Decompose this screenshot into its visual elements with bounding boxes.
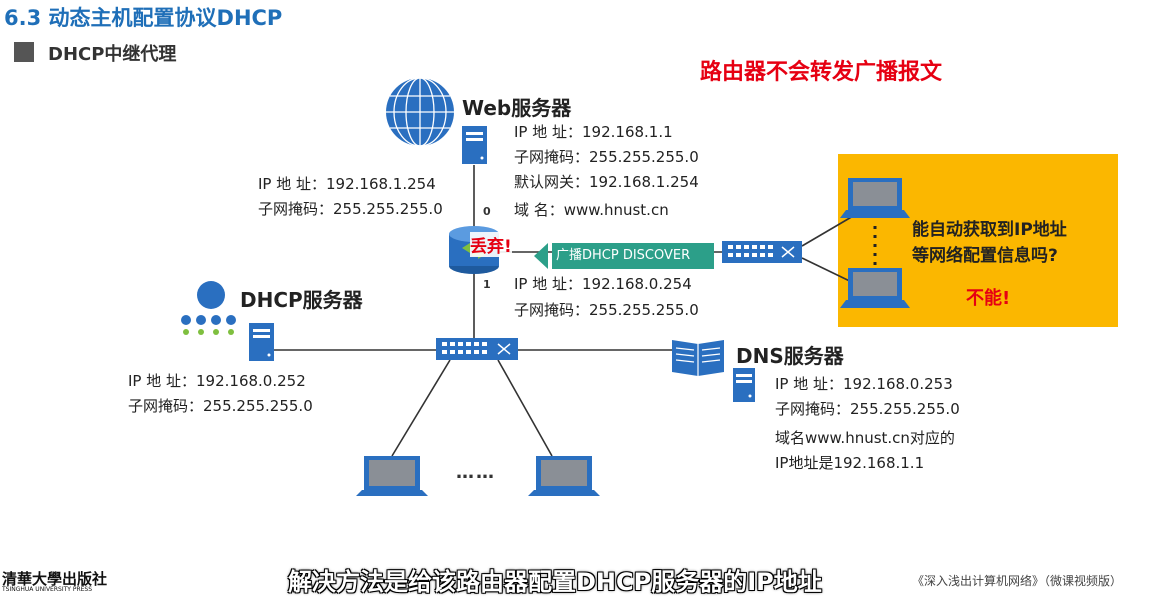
web-server-mask: 子网掩码：255.255.255.0 (514, 148, 699, 166)
web-server-name: Web服务器 (462, 96, 572, 120)
publisher-logo: 清華大學出版社 (2, 570, 108, 588)
dhcp-server-icon (249, 323, 274, 361)
publisher-logo-en: TSINGHUA UNIVERSITY PRESS (2, 586, 93, 593)
router-if1-mask: 子网掩码：255.255.255.0 (514, 301, 699, 319)
router-port-0: 0 (483, 205, 491, 218)
discard-label: 丢弃! (470, 232, 512, 257)
question-line2: 等网络配置信息吗? (912, 246, 1058, 266)
subtitle-bullet (14, 42, 34, 62)
link-switch-host1 (391, 359, 451, 457)
main-switch-icon (436, 338, 518, 360)
directory-book-icon (672, 340, 724, 376)
web-server-gateway: 默认网关：192.168.1.254 (514, 173, 699, 191)
broadcast-dhcp-discover-label: 广播DHCP DISCOVER (552, 243, 714, 269)
edge-switch-icon (722, 241, 802, 263)
dns-server-note-line2: IP地址是192.168.1.1 (775, 454, 925, 472)
hosts-ellipsis: …… (456, 462, 496, 483)
dns-server-mask: 子网掩码：255.255.255.0 (775, 400, 960, 418)
router-if1-ip: IP 地 址：192.168.0.254 (514, 275, 692, 293)
router-if0-mask: 子网掩码：255.255.255.0 (258, 200, 443, 218)
broadcast-arrow-icon (534, 243, 548, 269)
question-line1: 能自动获取到IP地址 (912, 220, 1067, 240)
people-icon (181, 281, 236, 335)
laptop-icon-top-right (840, 178, 910, 218)
dns-server-note-line1: 域名www.hnust.cn对应的 (775, 429, 955, 447)
dns-server-name: DNS服务器 (736, 344, 844, 368)
page-title: 6.3 动态主机配置协议DHCP (4, 6, 283, 30)
dns-server-ip: IP 地 址：192.168.0.253 (775, 375, 953, 393)
router-no-broadcast-notice: 路由器不会转发广播报文 (700, 60, 943, 85)
laptop-icon-bottom-right (528, 456, 600, 496)
answer-label: 不能! (966, 288, 1011, 309)
globe-icon (386, 77, 454, 147)
dhcp-server-mask: 子网掩码：255.255.255.0 (128, 397, 313, 415)
router-port-1: 1 (483, 278, 491, 291)
book-title: 《深入浅出计算机网络》（微课视频版） (912, 574, 1123, 588)
dhcp-server-name: DHCP服务器 (240, 288, 363, 312)
laptop-icon-bottom-left (356, 456, 428, 496)
laptop-icon-lower-right (840, 268, 910, 308)
page-subtitle: DHCP中继代理 (48, 44, 177, 65)
link-switch-host2 (497, 359, 553, 457)
web-server-ip: IP 地 址：192.168.1.1 (514, 123, 673, 141)
dns-server-icon (733, 368, 755, 402)
web-server-icon (462, 126, 487, 164)
dhcp-server-ip: IP 地 址：192.168.0.252 (128, 372, 306, 390)
web-server-domain: 域 名：www.hnust.cn (514, 201, 669, 219)
router-if0-ip: IP 地 址：192.168.1.254 (258, 175, 436, 193)
video-caption: 解决方法是给该路由器配置DHCP服务器的IP地址 (288, 568, 822, 596)
